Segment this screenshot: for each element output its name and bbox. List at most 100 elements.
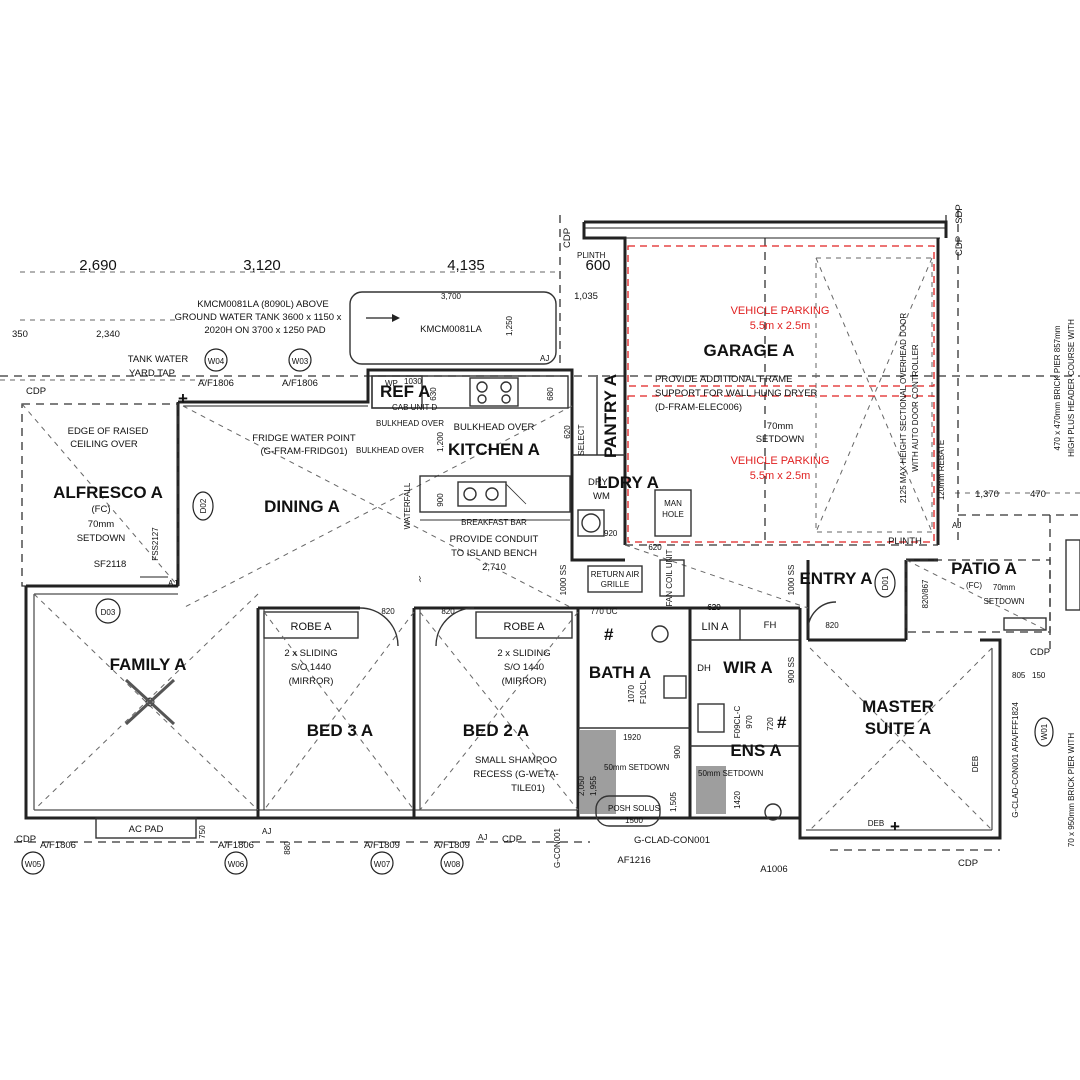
room-wir: WIR A [723,658,772,677]
ac-pad [95,817,197,839]
room-kitchen: KITCHEN A [448,440,540,459]
window-w08: W08 [444,860,461,869]
dim-750: 750 [198,825,207,839]
water-tank [349,291,557,365]
alfresco-fc: (FC) [92,504,111,515]
conduit-note-2: TO ISLAND BENCH [451,548,537,559]
fss-label: FSS2127 [151,527,160,561]
patio-step [1003,617,1047,631]
dim-top-3: 4,135 [447,257,485,274]
bulkhead-note-1: BULKHEAD OVER [376,419,444,428]
room-master-1: MASTER [862,697,934,716]
cdp-4: CDP [958,858,978,869]
window-w03: W03 [292,357,309,366]
man-hole-2: HOLE [662,510,684,519]
shampoo-note-2: RECESS (G-WETA- [473,769,558,780]
dh-label: DH [697,663,711,674]
bulkhead-note-2: BULKHEAD OVER [356,446,424,455]
posh-label-2: 1500 [625,816,643,825]
dim-2050: 2,050 [577,775,586,796]
wm-label: WM [593,491,610,502]
dim-1030: 1030 [404,377,422,386]
door-tags [95,491,896,624]
room-patio: PATIO A [951,559,1017,578]
dim-misc-1035: 1,035 [574,291,598,302]
plinth-bottom: PLINTH [888,536,922,547]
frame-af1806-3: A/F1806 [40,840,76,851]
return-air-grille [587,565,643,593]
raised-ceiling-2: CEILING OVER [70,439,138,450]
vehicle-parking-zones [627,245,935,543]
window-w06: W06 [228,860,245,869]
bulkhead-over-kitchen: BULKHEAD OVER [454,422,535,433]
fridge-note-1: FRIDGE WATER POINT [252,433,356,444]
window-tags [21,348,1054,875]
brick-pier-right [1065,539,1080,611]
frame-af1806-1: A/F1806 [198,378,234,389]
fan-coil-label: FAN COIL UNIT [665,549,674,606]
frame-af1806-4: A/F1806 [218,840,254,851]
dim-920: 920 [604,529,618,538]
dim-820-bed3: 820 [381,607,395,616]
conduit-note-1: PROVIDE CONDUIT [450,534,539,545]
f10cl-code: F10CL [639,679,648,704]
house-walls [21,368,1051,840]
parking-1-size: 5.5m x 2.5m [750,320,811,332]
dim-620-entry: 620 [707,603,721,612]
dim-680: 680 [546,387,555,401]
room-ref: REF A [380,382,430,401]
dim-top-2: 3,120 [243,257,281,274]
return-air-2: GRILLE [601,580,629,589]
garage-door-note-2: WITH AUTO DOOR CONTROLLER [911,344,920,472]
clad-left: G-CON001 [553,827,562,868]
tank-note-2: GROUND WATER TANK 3600 x 1150 x [175,312,342,323]
frame-af1806-2: A/F1806 [282,378,318,389]
plinth-top: PLINTH [577,251,606,260]
cdp-2: CDP [16,834,36,845]
frame-note-2: SUPPORT FOR WALL HUNG DRYER [655,388,818,399]
shampoo-note-3: TILE01) [511,783,545,794]
dim-1920: 1920 [623,733,641,742]
window-w07: W07 [374,860,391,869]
dim-600: 600 [585,257,610,274]
dim-630: 630 [429,387,438,401]
cdp-3: CDP [502,834,522,845]
breakfast-bar-note: BREAKFAST BAR [461,518,527,527]
room-family: FAMILY A [110,655,187,674]
raised-ceiling-1: EDGE OF RAISED [68,426,149,437]
tank-note-1: KMCM0081LA (8090L) ABOVE [197,299,329,310]
garage-door-note-1: 2125 MAX HEIGHT SECTIONAL OVERHEAD DOOR [899,313,908,503]
dim-720: 720 [766,717,775,731]
plus-marker: + [890,817,900,836]
dim-1200: 1,200 [436,431,445,452]
dim-820-bed2: 820 [441,607,455,616]
aj-marker-5: AJ [952,521,961,530]
waterfall-note: WATERFALL [403,482,412,529]
room-bath: BATH A [589,663,651,682]
fan-coil-unit [659,559,685,597]
toilet-ens [764,803,782,821]
right-note-1: 470 x 470mm BRICK PIER 857mm [1053,325,1062,450]
frame-af1809-1: A/F1809 [364,840,400,851]
return-air-1: RETURN AIR [591,570,640,579]
right-note-4: 70 x 950mm BRICK PIER WITH [1067,733,1076,847]
toilet-bath [651,625,669,643]
switch-symbol: ⌇ [418,575,422,584]
tank-tap-1: TANK WATER [128,354,189,365]
dim-tank-depth: 1,250 [505,315,514,336]
tank-tap-2: YARD TAP [129,368,175,379]
cdp-7: CDP [954,236,965,256]
clad-bottom: G-CLAD-CON001 [634,835,710,846]
dim-left-1: 350 [12,329,28,340]
hash-bath: # [604,625,614,644]
fh-label: FH [764,620,777,631]
dim-970: 970 [745,715,754,729]
room-entry: ENTRY A [799,569,872,588]
right-note-2: HIGH PLUS HEADER COURSE WITH [1067,319,1076,457]
parking-1-label: VEHICLE PARKING [731,305,830,317]
cab-unit-note: CAB UNIT D [392,403,437,412]
dim-150: 150 [1032,671,1046,680]
dim-right-1: 1,370 [975,489,999,500]
room-ens: ENS A [730,741,781,760]
